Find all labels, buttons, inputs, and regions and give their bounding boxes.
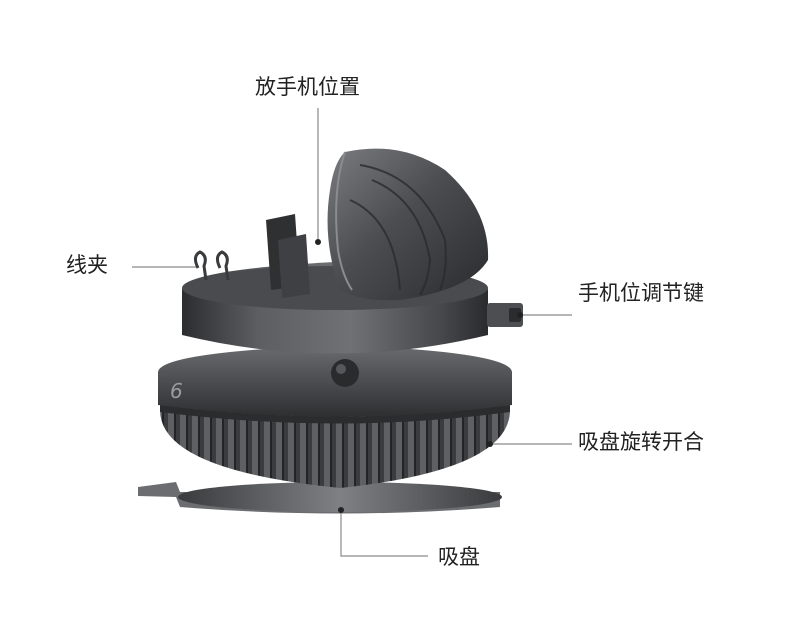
label-phone-adjust-key: 手机位调节键 [578, 281, 704, 305]
phone-rest-dome [327, 148, 489, 301]
ring-engraving: 6 [170, 379, 183, 403]
label-suction-rotate-switch: 吸盘旋转开合 [578, 430, 704, 454]
device-illustration: 6 [138, 148, 523, 514]
holder-arm-front [278, 234, 310, 298]
label-cable-clip: 线夹 [66, 253, 108, 277]
label-suction-cup: 吸盘 [438, 545, 480, 569]
rotation-ring [160, 400, 510, 488]
suction-cup-base [178, 482, 502, 512]
label-phone-slot: 放手机位置 [255, 75, 360, 99]
leader-suction [340, 510, 428, 557]
cable-clip-wires [193, 250, 230, 281]
leader-lines [132, 108, 572, 557]
front-knob [331, 359, 359, 387]
